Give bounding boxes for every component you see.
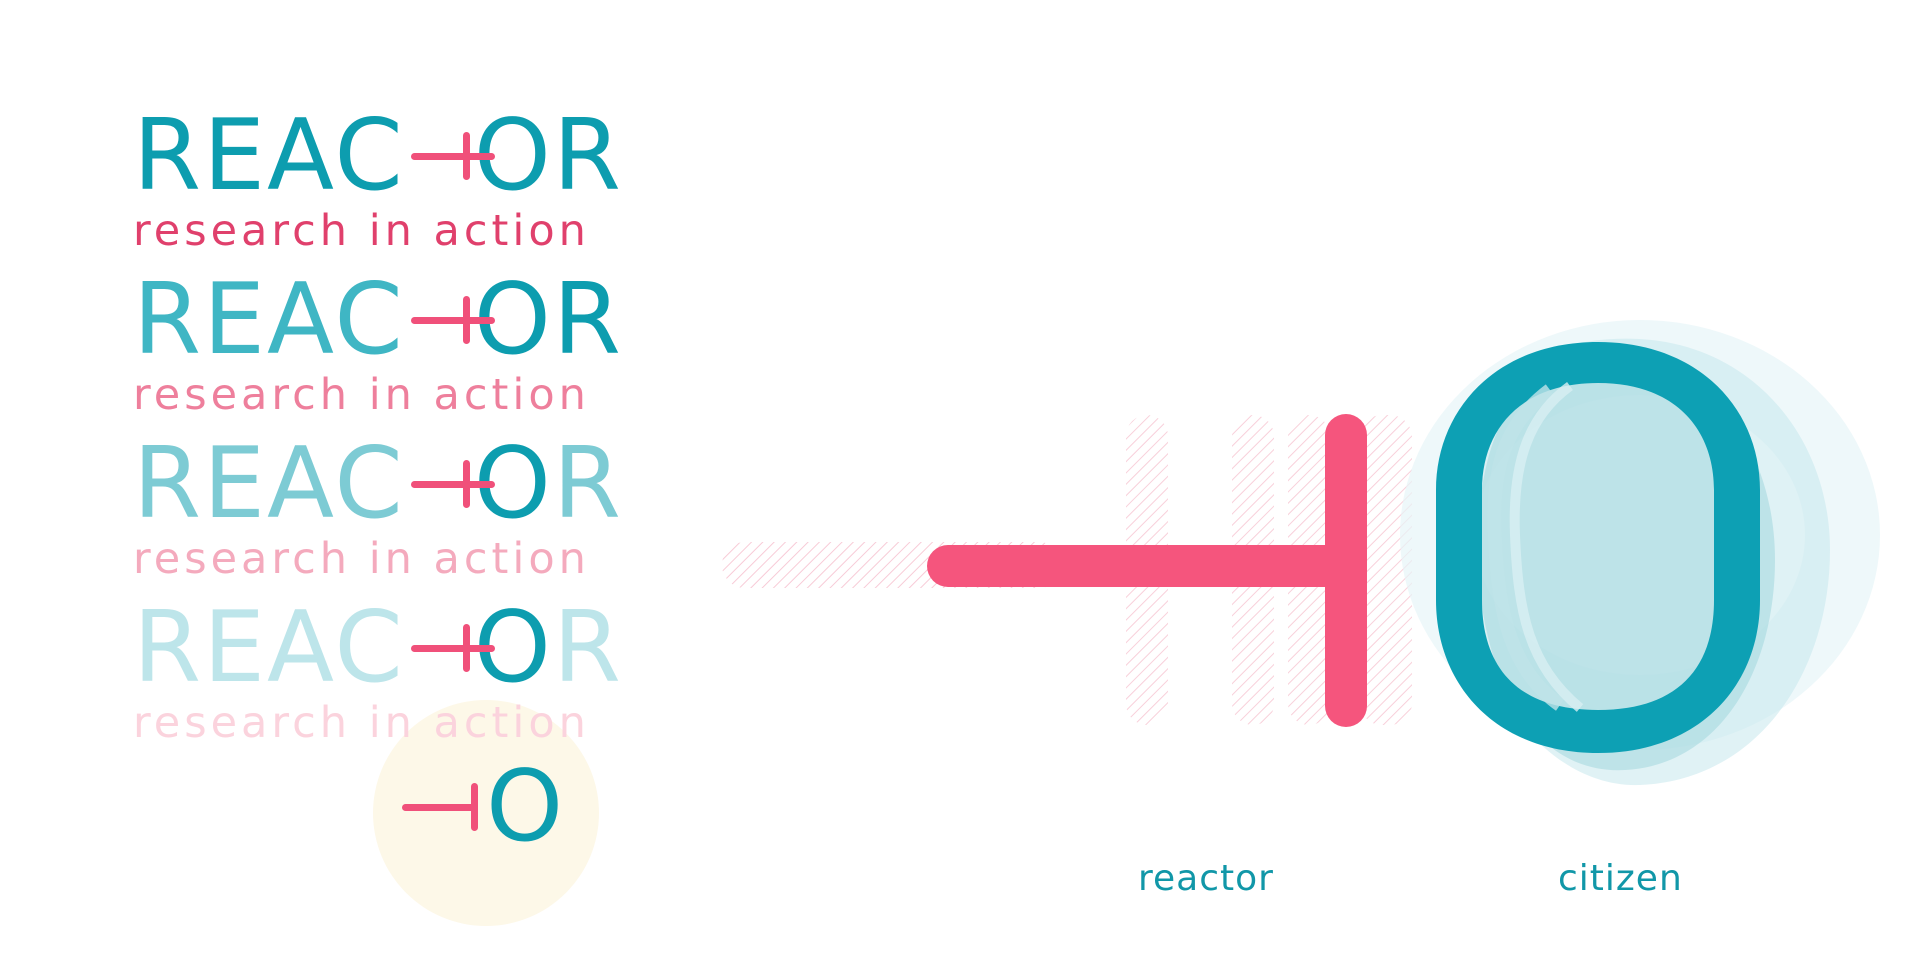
big-mark-illustration bbox=[722, 320, 1880, 786]
logo-tagline: research in action bbox=[133, 370, 590, 420]
label-reactor: reactor bbox=[1138, 858, 1274, 899]
wordmark-or: OR bbox=[473, 99, 623, 213]
logo-wordmark: REAC OR bbox=[133, 106, 623, 206]
wordmark-or: OR bbox=[473, 263, 623, 377]
wordmark-reac: REAC bbox=[133, 591, 405, 705]
wordmark-r-faded: R bbox=[552, 427, 623, 541]
label-citizen: citizen bbox=[1558, 858, 1683, 899]
logo-lockup-2: REAC OR research in action bbox=[133, 270, 623, 417]
pink-t-bar-mark bbox=[410, 132, 495, 180]
logo-tagline: research in action bbox=[133, 698, 590, 748]
wordmark-reac: REAC bbox=[133, 263, 405, 377]
pink-t-bar-mark bbox=[402, 783, 478, 831]
pink-t-bar-mark bbox=[410, 624, 495, 672]
logo-tagline: research in action bbox=[133, 206, 590, 256]
logo-lockup-1: REAC OR research in action bbox=[133, 106, 623, 253]
mini-logo: O bbox=[402, 758, 563, 856]
logo-wordmark: REAC OR bbox=[133, 270, 623, 370]
wordmark-reac: REAC bbox=[133, 99, 405, 213]
wordmark-reac: REAC bbox=[133, 427, 405, 541]
mini-logo-letter: O bbox=[486, 750, 564, 864]
wordmark-r-faded: R bbox=[552, 591, 623, 705]
pink-horizontal-bar bbox=[927, 545, 1347, 587]
cream-circle-badge bbox=[373, 700, 599, 926]
pink-t-bar-mark bbox=[410, 460, 495, 508]
ghost-vertical-bar-4 bbox=[1360, 415, 1412, 725]
pink-t-bar-mark bbox=[410, 296, 495, 344]
pink-vertical-bar bbox=[1325, 414, 1367, 727]
logo-tagline: research in action bbox=[133, 534, 590, 584]
